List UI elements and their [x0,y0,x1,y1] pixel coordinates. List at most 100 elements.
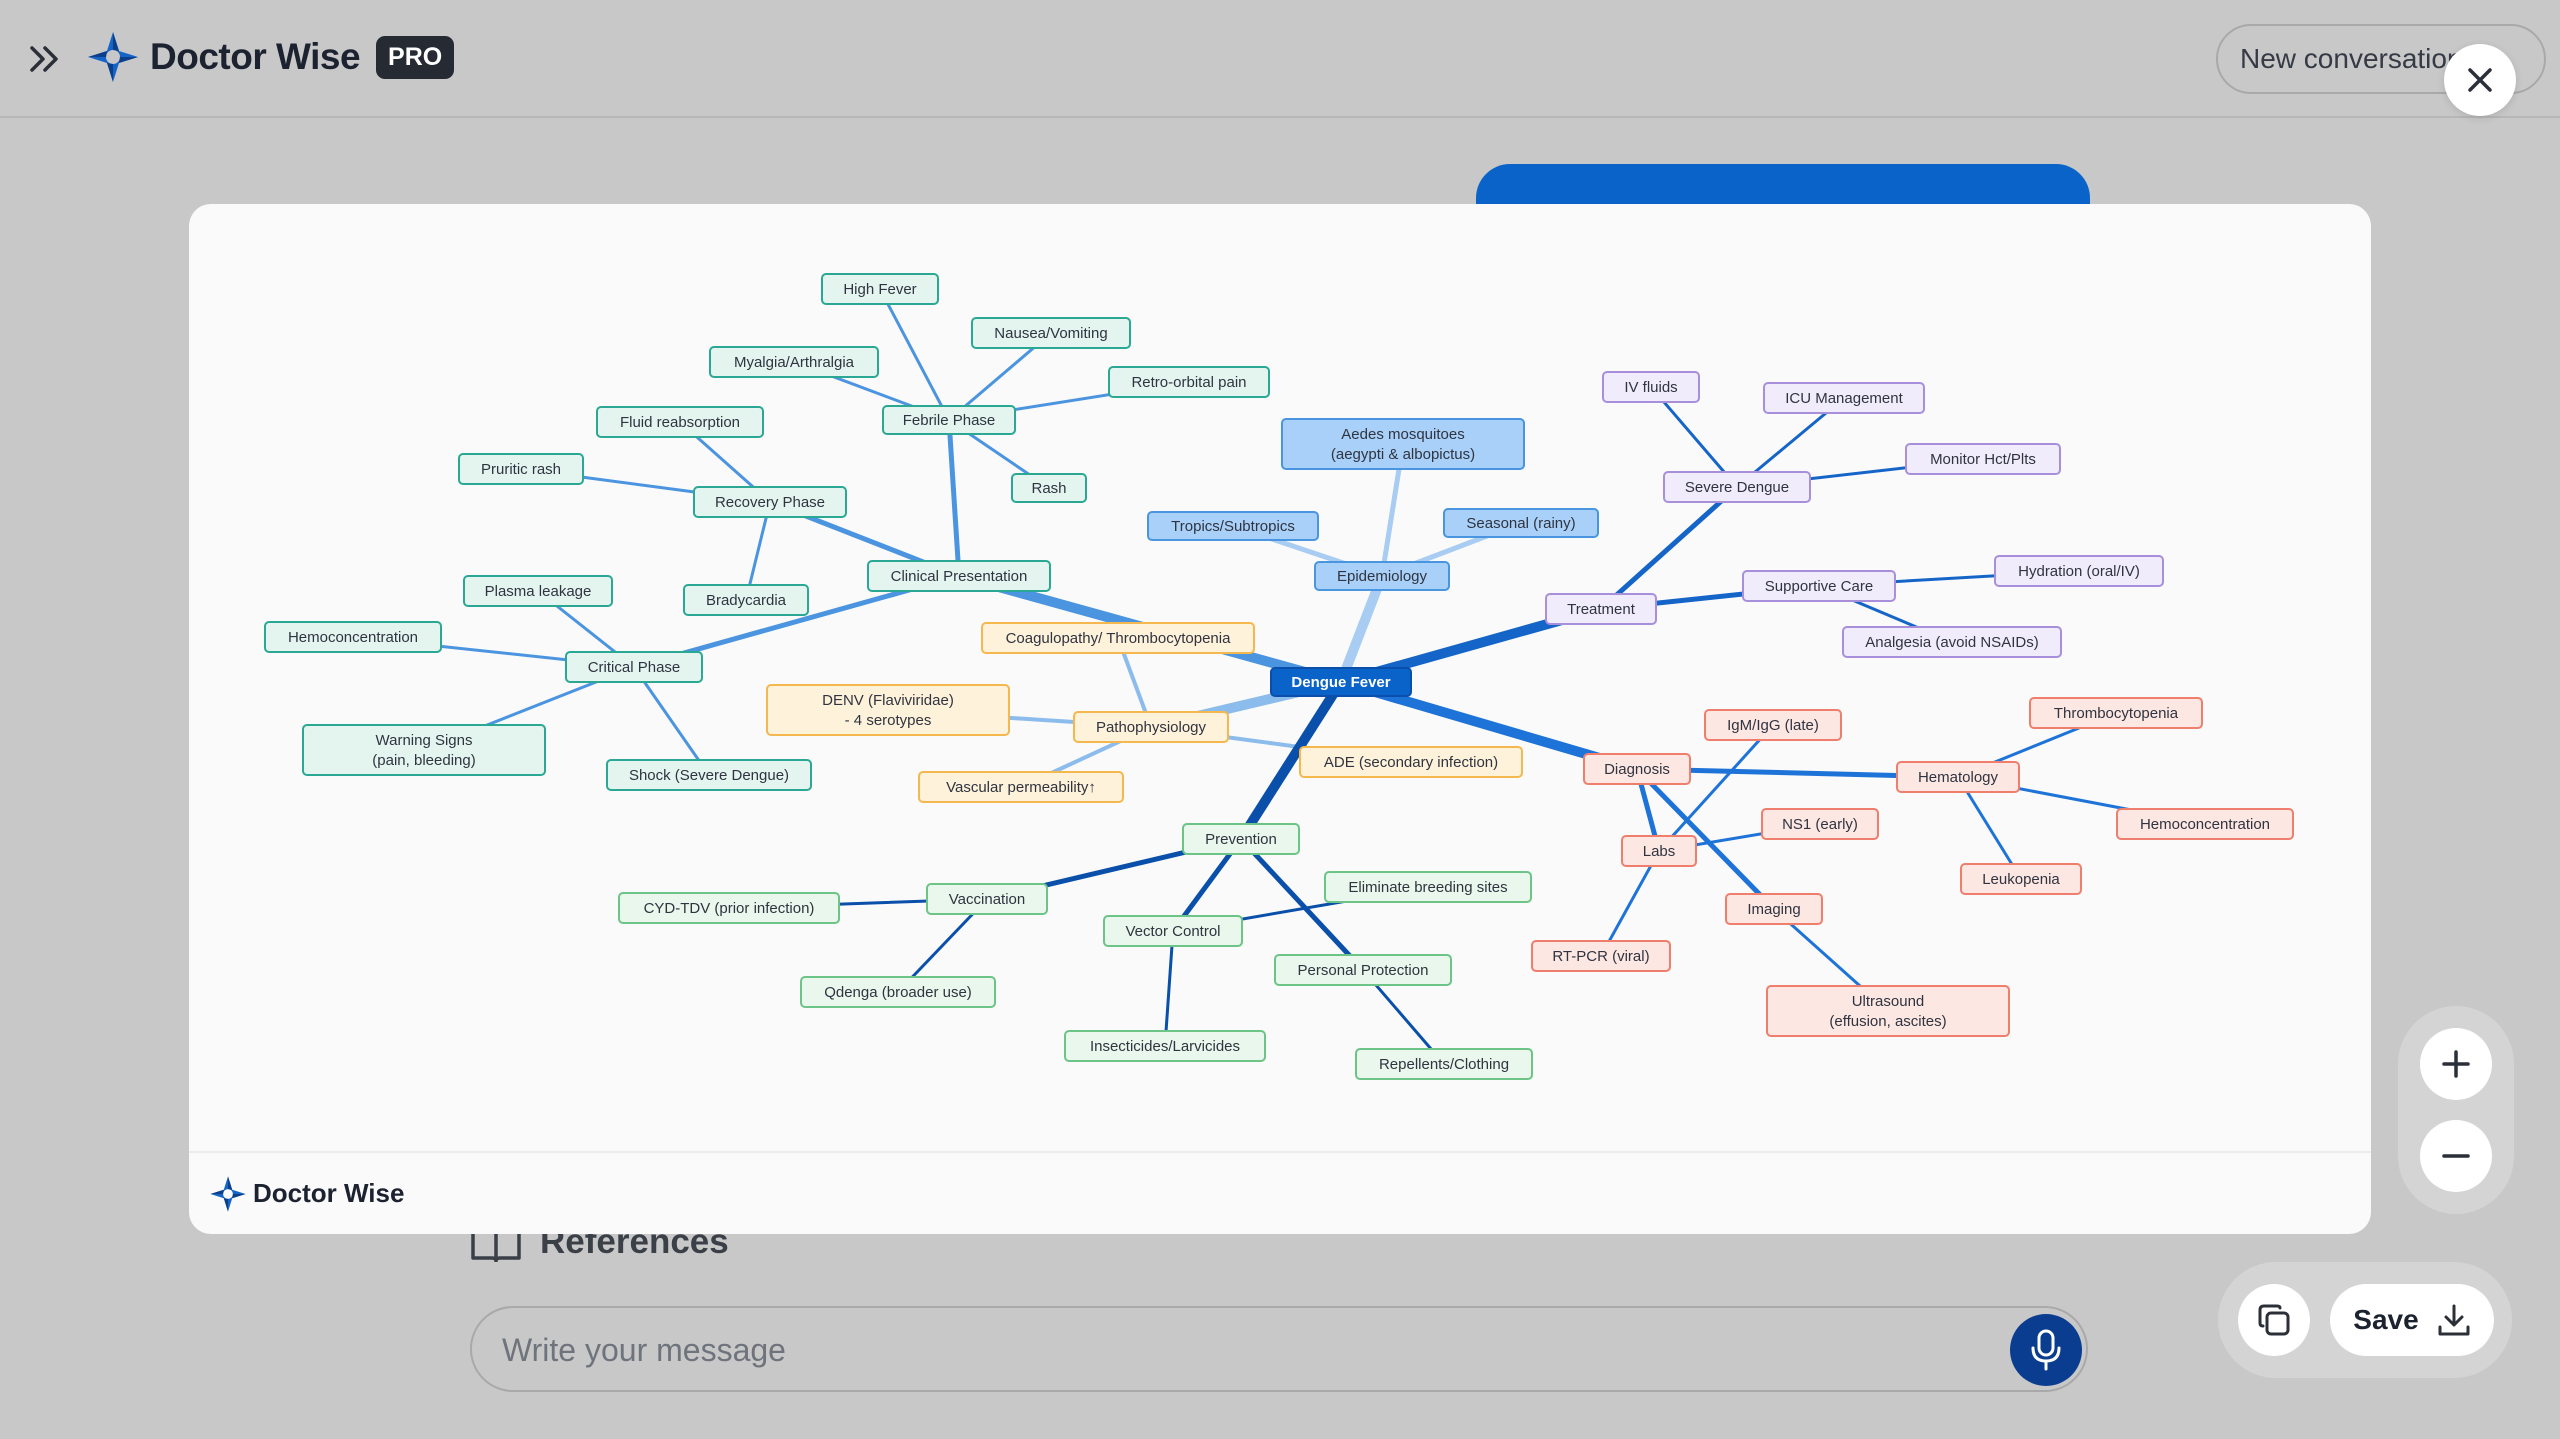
mindmap-node-label: ICU Management [1785,390,1903,407]
mindmap-node-patho[interactable]: Pathophysiology [1073,711,1229,743]
message-composer [470,1306,2088,1392]
mindmap-node-label: Hemoconcentration [288,629,418,646]
mindmap-node-critical[interactable]: Critical Phase [565,651,703,683]
mindmap-edge [632,665,711,777]
mindmap-node-label: Monitor Hct/Plts [1930,451,2036,468]
mindmap-node-label: Recovery Phase [715,494,825,511]
mindmap-node-ultra[interactable]: Ultrasound(effusion, ascites) [1766,985,2010,1037]
mindmap-node-label: Shock (Severe Dengue) [629,767,789,784]
mindmap-canvas[interactable]: Dengue Fever Clinical Presentation Febrile… [189,204,2371,1151]
mindmap-node-qdenga[interactable]: Qdenga (broader use) [800,976,996,1008]
zoom-out-button[interactable] [2420,1120,2492,1192]
mindmap-edge [1336,571,1387,687]
copy-button[interactable] [2238,1284,2310,1356]
mindmap-node-label: Critical Phase [588,659,681,676]
mindmap-node-retro[interactable]: Retro-orbital pain [1108,366,1270,398]
mindmap-node-leuko[interactable]: Leukopenia [1960,863,2082,895]
save-button[interactable]: Save [2330,1284,2494,1356]
mindmap-node-tropics[interactable]: Tropics/Subtropics [1147,511,1319,541]
mindmap-edge [744,500,772,602]
mindmap-node-coag[interactable]: Coagulopathy/ Thrombocytopenia [981,622,1255,654]
zoom-controls [2398,1006,2514,1214]
mindmap-edge [1634,766,1777,912]
doctor-wise-logo-icon [88,32,138,82]
mindmap-node-supportive[interactable]: Supportive Care [1742,570,1896,602]
mindmap-node-monitor[interactable]: Monitor Hct/Plts [1905,443,2061,475]
mindmap-node-thrombo[interactable]: Thrombocytopenia [2029,697,2203,729]
mindmap-node-pruritic[interactable]: Pruritic rash [458,453,584,485]
mindmap-node-seasonal[interactable]: Seasonal (rainy) [1443,508,1599,538]
mindmap-edge [878,287,951,422]
export-actions: Save [2218,1262,2512,1378]
mindmap-node-label: Pruritic rash [481,461,561,478]
mindmap-node-warning[interactable]: Warning Signs(pain, bleeding) [302,724,546,776]
mindmap-node-imaging[interactable]: Imaging [1725,893,1823,925]
close-modal-button[interactable] [2444,44,2516,116]
mindmap-node-rash[interactable]: Rash [1011,473,1087,503]
mindmap-node-label: Treatment [1567,601,1636,618]
mindmap-node-personal[interactable]: Personal Protection [1274,954,1452,986]
mindmap-node-rtpcr[interactable]: RT-PCR (viral) [1531,940,1671,972]
mindmap-node-label: Bradycardia [706,592,787,609]
mindmap-edge [1236,677,1346,844]
mindmap-node-nausea[interactable]: Nausea/Vomiting [971,317,1131,349]
mindmap-node-aedes[interactable]: Aedes mosquitoes(aegypti & albopictus) [1281,418,1525,470]
mindmap-node-febrile[interactable]: Febrile Phase [882,405,1016,435]
mindmap-node-ns1[interactable]: NS1 (early) [1761,808,1879,840]
mindmap-node-fluidreab[interactable]: Fluid reabsorption [596,406,764,438]
mindmap-node-vector[interactable]: Vector Control [1103,915,1243,947]
mindmap-node-myalgia[interactable]: Myalgia/Arthralgia [709,346,879,378]
footer-brand-name: Doctor Wise [253,1178,405,1208]
mindmap-node-diagnosis[interactable]: Diagnosis [1583,753,1691,785]
mindmap-node-label: Rash [1031,480,1066,497]
plus-icon [2442,1050,2470,1078]
mindmap-node-treatment[interactable]: Treatment [1545,593,1657,625]
mindmap-node-label: IgM/IgG (late) [1727,717,1819,734]
mindmap-node-vacc[interactable]: Vaccination [926,883,1048,915]
mindmap-node-label: RT-PCR (viral) [1552,948,1649,965]
mindmap-node-hema[interactable]: Hematology [1896,761,2020,793]
mindmap-node-vascular[interactable]: Vascular permeability↑ [918,771,1124,803]
mindmap-node-severe[interactable]: Severe Dengue [1663,471,1811,503]
mindmap-node-label: NS1 (early) [1782,816,1858,833]
mindmap-node-hemoconc1[interactable]: Hemoconcentration [264,621,442,653]
mindmap-node-recovery[interactable]: Recovery Phase [693,486,847,518]
expand-sidebar-button[interactable] [22,38,68,80]
copy-icon [2258,1304,2290,1336]
mindmap-node-repell[interactable]: Repellents/Clothing [1355,1048,1533,1080]
mindmap-node-shock[interactable]: Shock (Severe Dengue) [606,759,812,791]
mindmap-node-label: Clinical Presentation [891,568,1028,585]
mindmap-node-hemoconc2[interactable]: Hemoconcentration [2116,808,2294,840]
message-input[interactable] [502,1328,1962,1372]
mindmap-node-highfever[interactable]: High Fever [821,273,939,305]
mindmap-node-label: Vascular permeability↑ [946,779,1096,796]
voice-input-button[interactable] [2010,1314,2082,1386]
mindmap-node-igm[interactable]: IgM/IgG (late) [1704,709,1842,741]
mindmap-node-hydration[interactable]: Hydration (oral/IV) [1994,555,2164,587]
mindmap-node-label: Analgesia (avoid NSAIDs) [1865,634,2038,651]
zoom-in-button[interactable] [2420,1028,2492,1100]
mindmap-node-epi[interactable]: Epidemiology [1314,561,1450,591]
mindmap-node-icu[interactable]: ICU Management [1763,382,1925,414]
mindmap-node-prevention[interactable]: Prevention [1182,823,1300,855]
pro-badge: PRO [376,35,455,79]
mindmap-node-labs[interactable]: Labs [1621,835,1697,867]
save-label: Save [2353,1304,2419,1335]
mindmap-node-insect[interactable]: Insecticides/Larvicides [1064,1030,1266,1062]
mindmap-node-ade[interactable]: ADE (secondary infection) [1299,746,1523,778]
mindmap-node-denv[interactable]: DENV (Flaviviridae)- 4 serotypes [766,684,1010,736]
mindmap-node-root[interactable]: Dengue Fever [1270,667,1412,697]
mindmap-node-ivfluids[interactable]: IV fluids [1602,371,1700,403]
mindmap-node-label: Epidemiology [1337,568,1428,585]
mindmap-node-brady[interactable]: Bradycardia [683,584,809,616]
modal-footer: Doctor Wise [189,1151,2371,1234]
mindmap-node-label: Ultrasound(effusion, ascites) [1829,993,1946,1030]
mindmap-node-plasma[interactable]: Plasma leakage [463,575,613,607]
mindmap-node-cyd[interactable]: CYD-TDV (prior infection) [618,892,840,924]
mindmap-node-label: Coagulopathy/ Thrombocytopenia [1006,630,1232,647]
mindmap-node-analgesia[interactable]: Analgesia (avoid NSAIDs) [1842,626,2062,658]
mindmap-node-breeding[interactable]: Eliminate breeding sites [1324,871,1532,903]
mindmap-node-label: Aedes mosquitoes(aegypti & albopictus) [1331,426,1475,463]
mindmap-node-clinical[interactable]: Clinical Presentation [867,560,1051,592]
mindmap-node-label: Eliminate breeding sites [1348,879,1507,896]
